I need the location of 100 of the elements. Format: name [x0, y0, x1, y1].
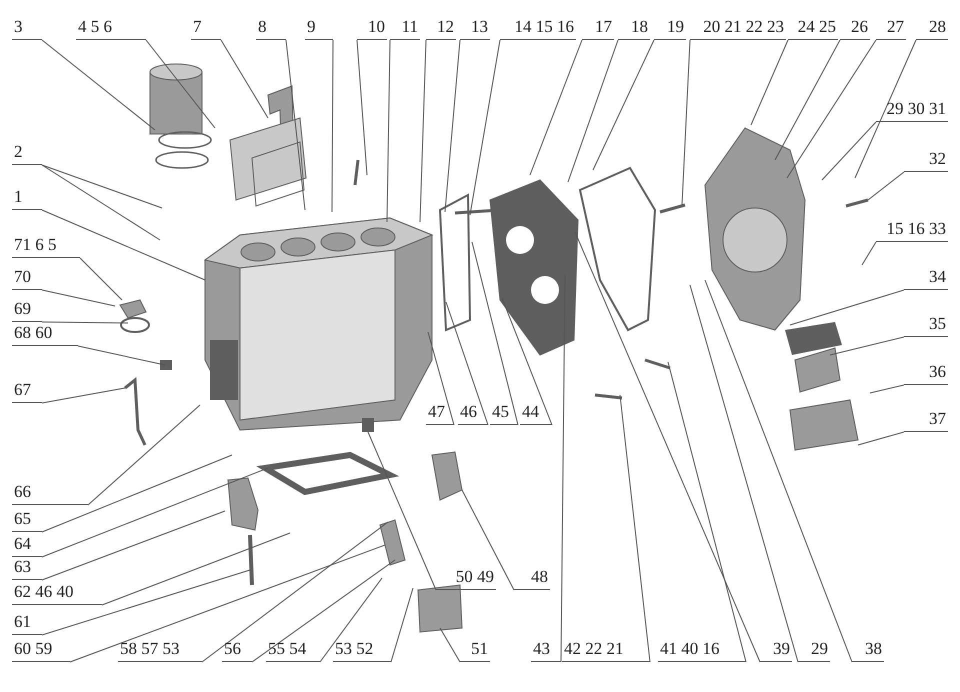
- leader-line: [42, 388, 126, 404]
- callout-number: 12: [426, 16, 456, 40]
- callout-number: 62 46 40: [12, 581, 102, 605]
- leader-line: [102, 532, 290, 606]
- leader-line: [420, 40, 426, 222]
- callout-number: 50 49: [436, 566, 496, 590]
- leader-line: [774, 40, 840, 160]
- leader-line: [146, 40, 216, 128]
- callout-number: 47: [426, 401, 454, 425]
- leader-line: [42, 454, 232, 532]
- leader-line: [560, 274, 566, 662]
- leader-line: [332, 40, 334, 212]
- leader-line: [320, 578, 382, 662]
- callout-number: 11: [390, 16, 420, 40]
- callout-number: 10: [357, 16, 387, 40]
- leader-line: [356, 40, 368, 176]
- leader-line: [386, 40, 390, 222]
- leader-line: [42, 290, 116, 306]
- leader-line: [682, 40, 690, 206]
- callout-number: 67: [12, 379, 42, 403]
- callout-number: 63: [12, 556, 42, 580]
- callout-number: 58 57 53: [118, 638, 202, 662]
- leader-line: [854, 40, 916, 178]
- callout-number: 19: [654, 16, 686, 40]
- leader-line: [462, 490, 514, 590]
- callout-number: 68 60: [12, 322, 78, 346]
- callout-number: 8: [256, 16, 286, 40]
- leader-line: [502, 298, 552, 426]
- leader-line: [830, 336, 904, 356]
- leader-line: [690, 284, 798, 662]
- leader-line: [868, 172, 904, 200]
- callout-number: 53 52: [333, 638, 391, 662]
- leader-line: [440, 628, 460, 662]
- callout-number: 46: [458, 401, 488, 425]
- leader-line: [862, 242, 876, 266]
- leader-line: [42, 322, 128, 324]
- callout-number: 3: [12, 16, 42, 40]
- callout-number: 43: [531, 638, 561, 662]
- leader-line: [202, 522, 388, 662]
- leader-line: [870, 384, 904, 394]
- callout-number: 70: [12, 266, 42, 290]
- leader-line: [858, 432, 904, 446]
- callout-number: 7: [191, 16, 221, 40]
- callout-number: 35: [904, 313, 948, 337]
- leader-line: [704, 280, 852, 662]
- callout-number: 39: [760, 638, 792, 662]
- leader-line: [252, 560, 396, 662]
- leader-line: [42, 210, 206, 280]
- callout-number: 9: [305, 16, 333, 40]
- callout-number: 13: [460, 16, 490, 40]
- callout-number: 45: [490, 401, 518, 425]
- callout-number: 32: [904, 148, 948, 172]
- leader-line: [790, 290, 904, 326]
- callout-number: 48: [514, 566, 550, 590]
- leader-line: [286, 40, 306, 210]
- callout-number: 27: [876, 16, 906, 40]
- callout-number: 65: [12, 508, 42, 532]
- leader-line: [530, 40, 582, 176]
- callout-number: 20 21 22 23: [690, 16, 786, 40]
- callout-number: 24 25: [788, 16, 838, 40]
- leader-line: [786, 40, 876, 178]
- callout-number: 2: [12, 141, 42, 165]
- leader-line: [444, 40, 460, 212]
- callout-number: 28: [916, 16, 948, 40]
- leader-line: [368, 432, 436, 590]
- callout-number: 36: [904, 361, 948, 385]
- callout-number: 26: [840, 16, 870, 40]
- leader-line: [88, 404, 200, 506]
- leader-line: [220, 40, 268, 118]
- leader-line: [70, 544, 386, 662]
- callout-number: 34: [904, 266, 948, 290]
- callout-number: 29: [798, 638, 830, 662]
- leader-line: [446, 302, 488, 426]
- callout-number: 37: [904, 408, 948, 432]
- callout-number: 66: [12, 481, 88, 505]
- leader-line: [80, 258, 122, 300]
- callout-number: 15 16 33: [876, 218, 948, 242]
- leader-line: [750, 40, 788, 126]
- callout-number: 61: [12, 611, 42, 635]
- callout-number: 56: [222, 638, 252, 662]
- callout-number: 55 54: [266, 638, 320, 662]
- leader-line: [568, 40, 618, 182]
- leader-line: [390, 588, 414, 662]
- leader-line: [42, 40, 156, 130]
- leader-line: [668, 362, 746, 662]
- callout-number: 29 30 31: [876, 98, 948, 122]
- callout-number: 51: [460, 638, 490, 662]
- leader-line: [574, 232, 760, 662]
- callout-number: 38: [852, 638, 884, 662]
- callout-number: 17: [582, 16, 614, 40]
- callout-number: 69: [12, 298, 42, 322]
- leader-line: [428, 332, 454, 426]
- callout-number: 60 59: [12, 638, 70, 662]
- leader-line: [620, 394, 650, 662]
- leader-line: [470, 40, 500, 216]
- callout-number: 64: [12, 533, 42, 557]
- leader-line: [42, 570, 250, 636]
- callout-number: 71 6 5: [12, 234, 80, 258]
- leader-line: [42, 164, 162, 208]
- callout-number: 42 22 21: [562, 638, 650, 662]
